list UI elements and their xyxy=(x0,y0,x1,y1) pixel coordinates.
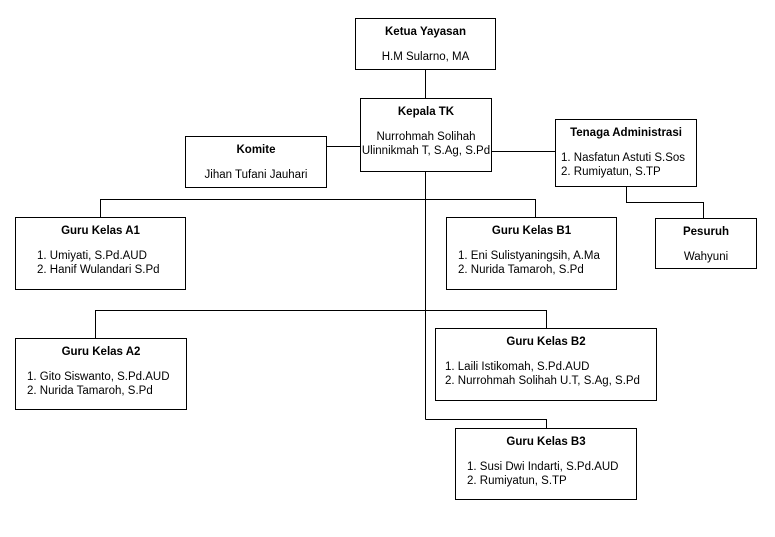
node-line: Jihan Tufani Jauhari xyxy=(204,169,308,181)
node-line: 2. Nurida Tamaroh, S.Pd xyxy=(27,385,153,397)
connector-a2-b2 xyxy=(95,310,547,339)
node-line: 1. Umiyati, S.Pd.AUD xyxy=(37,250,147,262)
connector-tenaga-pesuruh xyxy=(626,186,704,219)
connector-a1-b1 xyxy=(100,199,536,218)
node-ketua-yayasan: Ketua Yayasan H.M Sularno, MA xyxy=(355,18,496,70)
node-title: Komite xyxy=(236,144,276,156)
node-guru-kelas-a1: Guru Kelas A1 1. Umiyati, S.Pd.AUD 2. Ha… xyxy=(15,217,186,290)
node-title: Guru Kelas B1 xyxy=(491,225,572,237)
node-line: Ulinnikmah T, S.Ag, S.Pd xyxy=(361,145,491,157)
node-title: Pesuruh xyxy=(682,226,729,238)
node-line: 1. Nasfatun Astuti S.Sos xyxy=(561,152,686,164)
node-komite: Komite Jihan Tufani Jauhari xyxy=(185,136,327,188)
node-guru-kelas-b2: Guru Kelas B2 1. Laili Istikomah, S.Pd.A… xyxy=(435,328,657,401)
node-title: Ketua Yayasan xyxy=(385,26,466,38)
node-line: 1. Gito Siswanto, S.Pd.AUD xyxy=(27,371,170,383)
node-title: Kepala TK xyxy=(397,106,455,118)
node-line: H.M Sularno, MA xyxy=(381,51,470,63)
node-title: Guru Kelas B3 xyxy=(506,436,586,448)
node-kepala-tk: Kepala TK Nurrohmah Solihah Ulinnikmah T… xyxy=(360,98,492,172)
node-line: 2. Nurida Tamaroh, S.Pd xyxy=(458,264,584,276)
node-title: Guru Kelas B2 xyxy=(506,336,586,348)
node-guru-kelas-a2: Guru Kelas A2 1. Gito Siswanto, S.Pd.AUD… xyxy=(15,338,187,410)
node-line: 2. Rumiyatun, S.TP xyxy=(561,166,661,178)
node-line: 2. Nurrohmah Solihah U.T, S.Ag, S.Pd xyxy=(445,375,640,387)
node-guru-kelas-b1: Guru Kelas B1 1. Eni Sulistyaningsih, A.… xyxy=(446,217,617,290)
node-line: 1. Susi Dwi Indarti, S.Pd.AUD xyxy=(467,461,619,473)
node-line: 1. Eni Sulistyaningsih, A.Ma xyxy=(458,250,600,262)
connector-b3 xyxy=(425,419,547,429)
node-guru-kelas-b3: Guru Kelas B3 1. Susi Dwi Indarti, S.Pd.… xyxy=(455,428,637,500)
node-pesuruh: Pesuruh Wahyuni xyxy=(655,218,757,269)
node-title: Guru Kelas A2 xyxy=(61,346,141,358)
node-title: Guru Kelas A1 xyxy=(61,225,140,237)
node-line: 2. Hanif Wulandari S.Pd xyxy=(37,264,160,276)
node-line: Nurrohmah Solihah xyxy=(376,131,476,143)
node-tenaga-administrasi: Tenaga Administrasi 1. Nasfatun Astuti S… xyxy=(555,119,697,187)
node-title: Tenaga Administrasi xyxy=(570,127,682,139)
node-line: 1. Laili Istikomah, S.Pd.AUD xyxy=(445,361,590,373)
node-line: Wahyuni xyxy=(683,251,729,263)
node-line: 2. Rumiyatun, S.TP xyxy=(467,475,567,487)
